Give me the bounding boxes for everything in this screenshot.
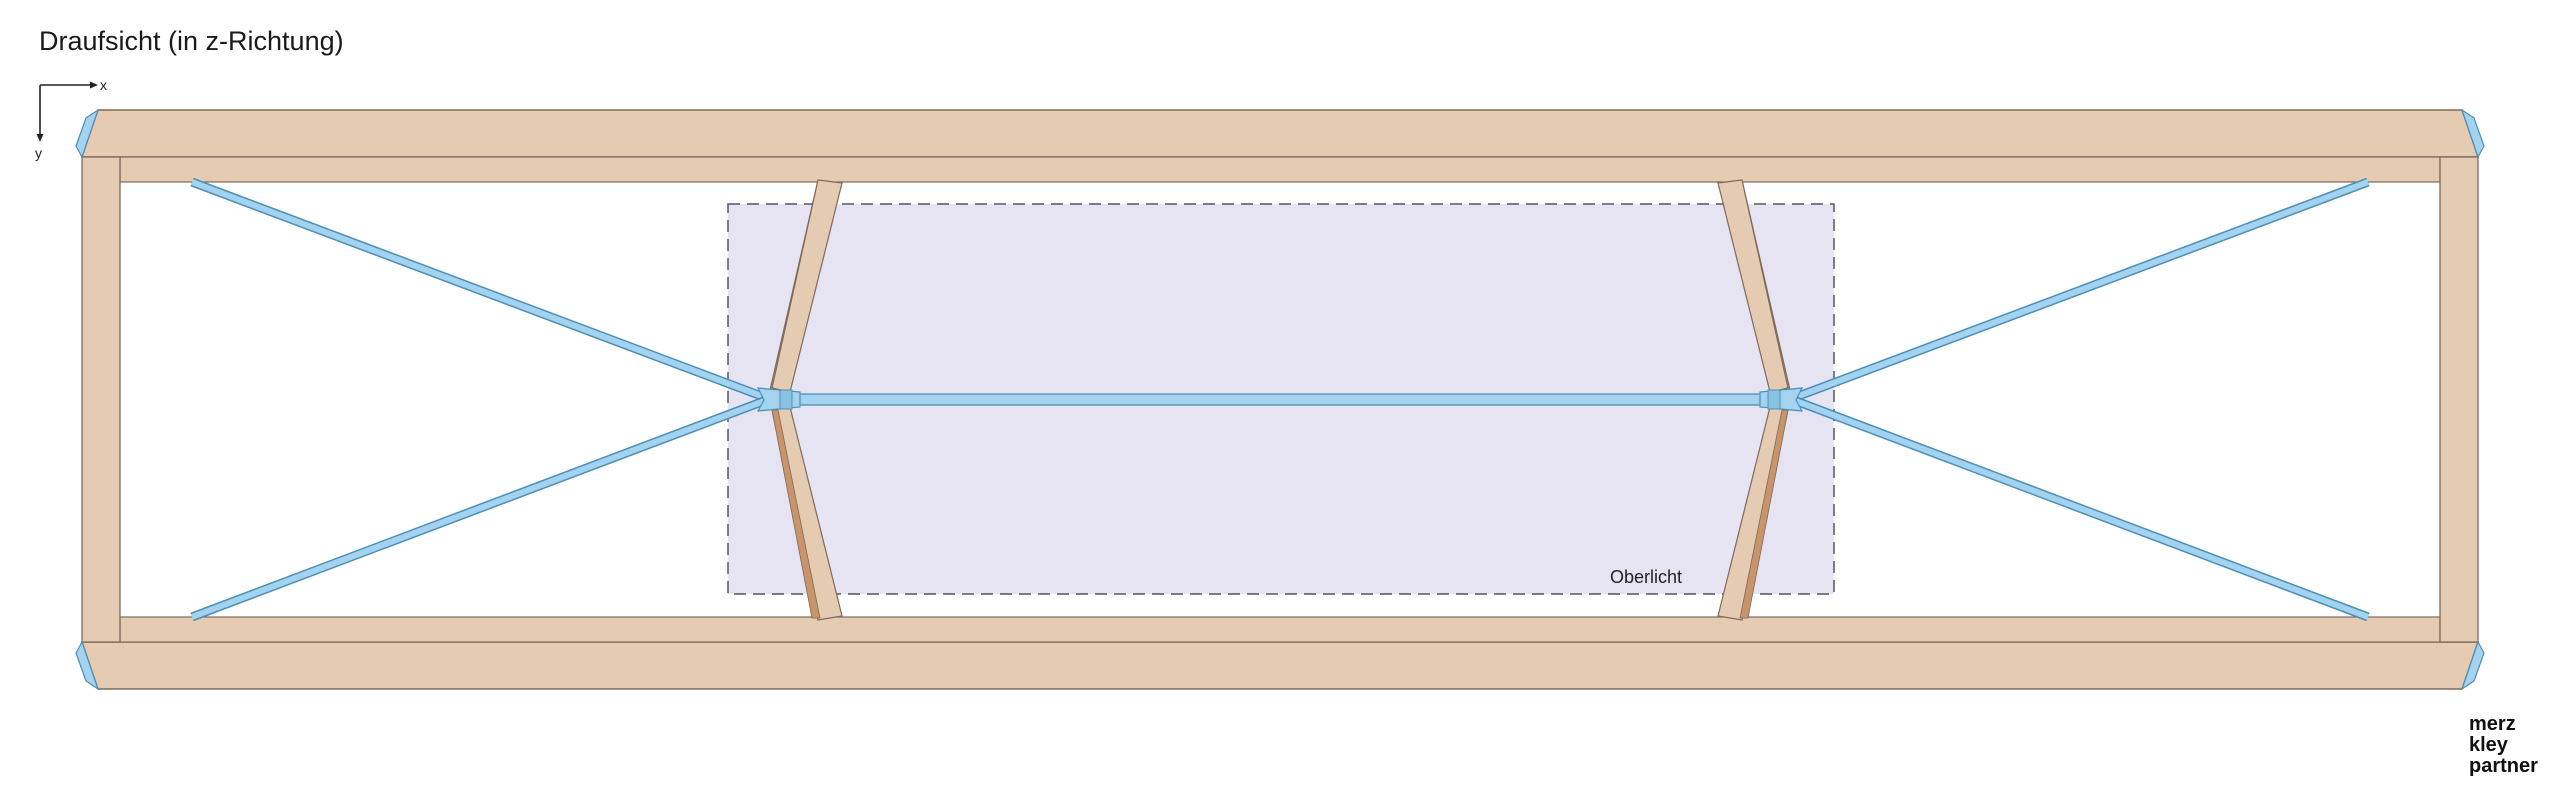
corner-connector-bottom-right (2460, 640, 2485, 691)
right-strut-lower-dark (1739, 409, 1789, 619)
x-axis-arrow-icon (90, 81, 98, 89)
corner-connector-bottom-left (75, 640, 100, 691)
rod-left-lower (190, 398, 766, 620)
rod-left-upper (190, 179, 766, 400)
y-axis-arrow-icon (36, 134, 44, 142)
rod-right-upper (1794, 179, 2370, 400)
corner-connectors (75, 108, 2485, 691)
logo-line-2: kley (2469, 734, 2508, 756)
axis-indicator: x y (35, 77, 107, 161)
logo-line-1: merz (2469, 713, 2516, 735)
right-node-plate (1759, 387, 1804, 412)
x-axis-label: x (100, 77, 107, 93)
right-node-block (1767, 389, 1781, 410)
bottom-inner-beam (119, 616, 2441, 643)
corner-connector-top-right (2460, 108, 2485, 159)
right-kinked-strut (1717, 179, 1804, 621)
top-inner-beam (119, 156, 2441, 183)
logo-line-3: partner (2469, 755, 2538, 777)
left-node-plate (756, 387, 801, 412)
company-logo: merz kley partner (2469, 714, 2538, 777)
left-kinked-strut (756, 179, 843, 621)
rod-central-horizontal (787, 393, 1773, 406)
top-main-beam (81, 109, 2479, 158)
left-node-block (779, 389, 793, 410)
skylight-label: Oberlicht (1610, 567, 1682, 587)
drawing-title: Draufsicht (in z-Richtung) (39, 26, 344, 56)
tension-rods (190, 177, 2370, 622)
left-strut-lower-dark (771, 409, 821, 619)
rod-right-lower (1794, 398, 2370, 620)
right-edge-beam (2439, 156, 2479, 643)
left-edge-beam (81, 156, 121, 643)
bottom-main-beam (81, 641, 2479, 690)
corner-connector-top-left (75, 108, 100, 159)
y-axis-label: y (35, 145, 42, 161)
